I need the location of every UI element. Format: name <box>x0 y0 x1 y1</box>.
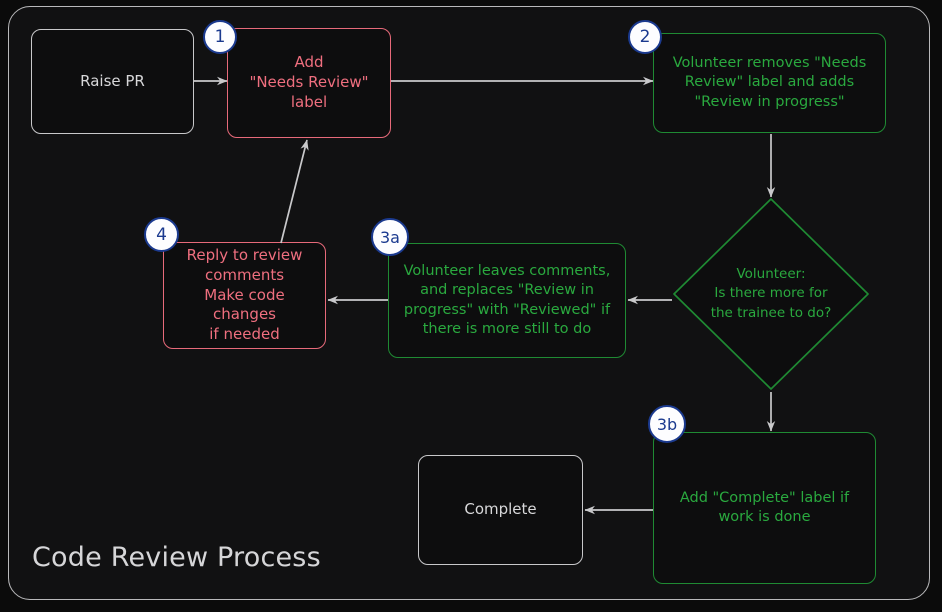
node-complete-label: Complete <box>464 500 537 519</box>
node-raise-pr-label: Raise PR <box>80 71 145 90</box>
node-volunteer-removes-label[interactable]: Volunteer removes "Needs Review" label a… <box>653 33 886 133</box>
node-volunteer-removes-label-text: Volunteer removes "Needs Review" label a… <box>672 55 867 110</box>
node-add-needs-review-label[interactable]: Add "Needs Review" label <box>227 28 391 138</box>
node-reply-to-review-comments[interactable]: Reply to review comments Make code chang… <box>163 242 326 349</box>
badge-4: 4 <box>144 217 179 252</box>
badge-1: 1 <box>203 20 237 54</box>
node-complete[interactable]: Complete <box>418 455 583 565</box>
node-reply-to-review-comments-label: Reply to review comments Make code chang… <box>186 246 303 344</box>
node-volunteer-leaves-comments[interactable]: Volunteer leaves comments, and replaces … <box>388 243 626 358</box>
diagram-title: Code Review Process <box>32 542 321 573</box>
node-volunteer-decision-label: Volunteer: Is there more for the trainee… <box>710 266 832 321</box>
node-add-complete-label[interactable]: Add "Complete" label if work is done <box>653 432 876 584</box>
badge-3a: 3a <box>371 218 409 256</box>
node-add-needs-review-label-text: Add "Needs Review" label <box>249 53 369 111</box>
node-volunteer-decision[interactable]: Volunteer: Is there more for the trainee… <box>671 196 871 392</box>
node-add-complete-label-text: Add "Complete" label if work is done <box>679 489 850 525</box>
badge-3b: 3b <box>648 405 686 443</box>
node-raise-pr[interactable]: Raise PR <box>31 29 194 134</box>
badge-2: 2 <box>628 20 662 54</box>
node-volunteer-leaves-comments-label: Volunteer leaves comments, and replaces … <box>403 263 611 337</box>
diamond-shape <box>673 198 869 390</box>
